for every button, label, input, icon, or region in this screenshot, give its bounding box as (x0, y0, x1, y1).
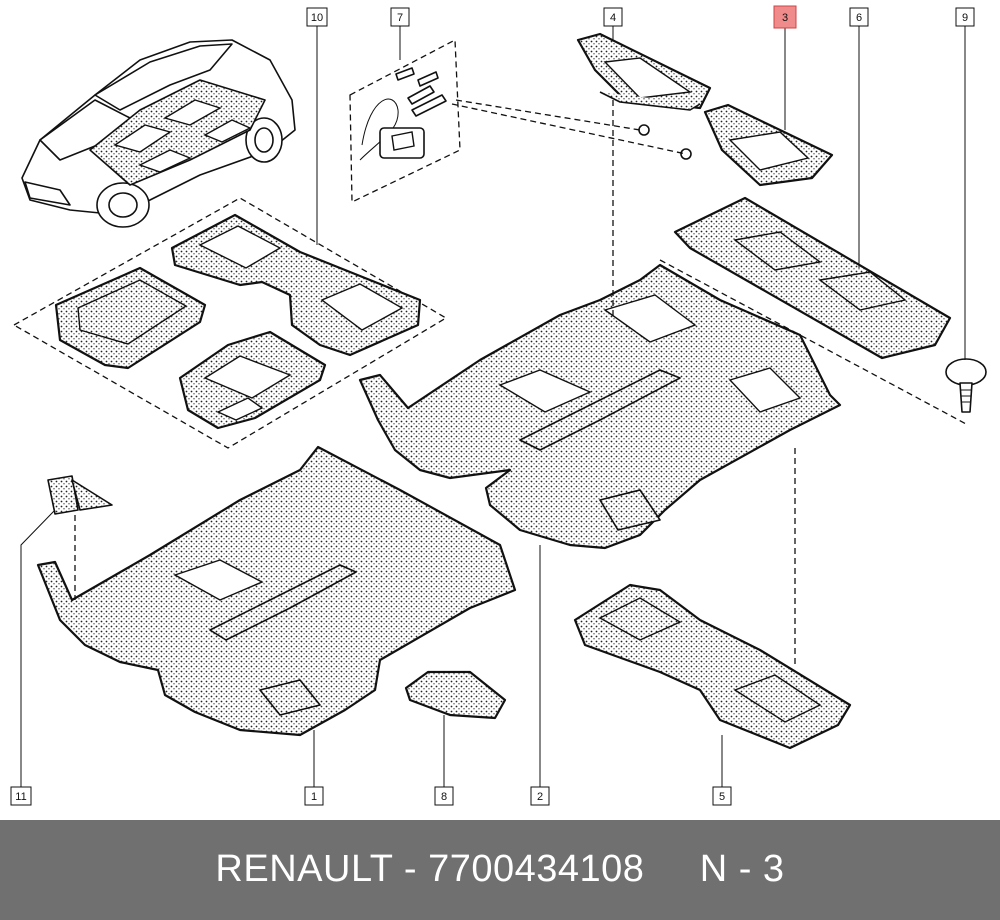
callout-11: 11 (10, 786, 32, 806)
piece-11 (47, 475, 113, 515)
svg-text:5: 5 (719, 791, 725, 803)
svg-text:10: 10 (311, 12, 323, 24)
callout-1: 1 (304, 786, 324, 806)
rear-tray-6 (673, 196, 952, 360)
svg-text:11: 11 (15, 791, 26, 803)
carpet-1 (36, 445, 517, 737)
floor-tray-5 (573, 583, 852, 750)
exploded-view-svg: 10 7 4 3 6 9 11 1 8 2 5 (10, 5, 987, 806)
callout-5: 5 (712, 786, 732, 806)
svg-text:9: 9 (962, 12, 968, 24)
mat-8 (404, 670, 507, 720)
car-illustration (21, 39, 296, 228)
assembly-lines (74, 99, 969, 665)
brand-name: RENAULT (215, 848, 393, 890)
footer-bar: RENAULT - 7700434108 N - 3 (0, 820, 1000, 920)
svg-text:7: 7 (397, 12, 403, 24)
spacer (644, 848, 699, 890)
svg-text:4: 4 (610, 12, 616, 24)
svg-text:6: 6 (856, 12, 862, 24)
callout-6: 6 (849, 7, 869, 27)
storage-tray-3 (680, 103, 834, 187)
carpet-2 (358, 263, 842, 550)
callout-2: 2 (530, 786, 550, 806)
storage-tray-4 (576, 32, 712, 136)
callout-9: 9 (955, 7, 975, 27)
separator: - (392, 848, 429, 890)
callout-8: 8 (434, 786, 454, 806)
callout-7: 7 (390, 7, 410, 27)
part-number: 7700434108 (428, 848, 645, 890)
callout-4: 4 (603, 7, 623, 27)
diagram-ref: N - 3 (699, 848, 785, 890)
callout-3: 3 (773, 5, 797, 29)
svg-text:3: 3 (782, 12, 788, 24)
footer-caption: RENAULT - 7700434108 N - 3 (0, 848, 1000, 891)
fixing-kit (349, 38, 461, 204)
leader-lines (20, 26, 966, 787)
parts-diagram: 10 7 4 3 6 9 11 1 8 2 5 (10, 5, 987, 806)
floor-mats-set (12, 197, 448, 449)
svg-text:1: 1 (311, 791, 317, 803)
fastener-clip-9 (945, 358, 987, 413)
callout-10: 10 (306, 7, 328, 27)
svg-text:2: 2 (537, 791, 543, 803)
svg-text:8: 8 (441, 791, 447, 803)
